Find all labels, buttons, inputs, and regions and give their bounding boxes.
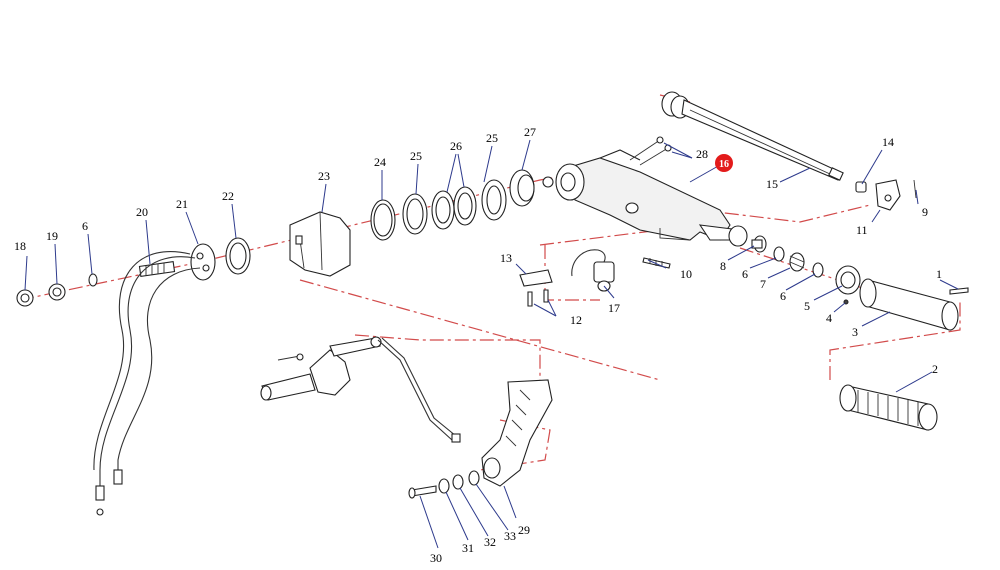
callout-1: 1 bbox=[936, 267, 942, 281]
part-18-nut bbox=[16, 289, 34, 307]
part-16-bracket-housing bbox=[542, 149, 748, 247]
callout-16-highlighted: 16 bbox=[715, 154, 733, 172]
leader-lines bbox=[24, 139, 959, 549]
callout-25-right: 25 bbox=[486, 131, 498, 145]
part-5-collar bbox=[835, 265, 861, 295]
callout-6-b: 6 bbox=[742, 267, 748, 281]
part-25-ring-right bbox=[481, 179, 507, 221]
part-17-switch bbox=[571, 249, 615, 292]
callout-26: 26 bbox=[450, 139, 462, 153]
part-23-cover bbox=[289, 211, 351, 277]
part-7-spring bbox=[789, 252, 805, 272]
part-32-washer bbox=[452, 474, 464, 490]
throttle-cables bbox=[93, 251, 201, 516]
part-33-clip bbox=[468, 470, 480, 486]
callout-12: 12 bbox=[570, 313, 582, 327]
part-6-washer-left bbox=[88, 273, 98, 287]
part-1-screw bbox=[949, 287, 969, 295]
callout-17: 17 bbox=[608, 301, 620, 315]
callout-20: 20 bbox=[136, 205, 148, 219]
callout-18: 18 bbox=[14, 239, 26, 253]
callout-22: 22 bbox=[222, 189, 234, 203]
part-13-plate bbox=[519, 269, 553, 287]
callout-25-left: 25 bbox=[410, 149, 422, 163]
highlight-marker bbox=[715, 154, 733, 172]
part-2-handle-grip bbox=[839, 384, 938, 431]
callout-8: 8 bbox=[720, 259, 726, 273]
part-6-washer-b bbox=[812, 262, 824, 278]
callout-6-c: 6 bbox=[780, 289, 786, 303]
callout-31: 31 bbox=[462, 541, 474, 555]
callout-15: 15 bbox=[766, 177, 778, 191]
part-28-pins bbox=[629, 136, 672, 166]
callout-10: 10 bbox=[680, 267, 692, 281]
callout-27: 27 bbox=[524, 125, 536, 139]
part-12-screws bbox=[527, 289, 549, 307]
callout-14: 14 bbox=[882, 135, 894, 149]
callout-24: 24 bbox=[374, 155, 386, 169]
callout-9: 9 bbox=[922, 205, 928, 219]
part-19-nut bbox=[48, 283, 66, 301]
callout-28: 28 bbox=[696, 147, 708, 161]
callout-30: 30 bbox=[430, 551, 442, 565]
callout-5: 5 bbox=[804, 299, 810, 313]
callout-13: 13 bbox=[500, 251, 512, 265]
callout-33: 33 bbox=[504, 529, 516, 543]
part-29-shift-pedal bbox=[481, 379, 553, 487]
callout-29: 29 bbox=[518, 523, 530, 537]
part-9-pin bbox=[913, 179, 917, 199]
part-11-bracket bbox=[875, 179, 901, 211]
part-30-bolt bbox=[408, 485, 437, 499]
assembly-center-lines bbox=[19, 94, 961, 471]
part-27-ring bbox=[509, 169, 535, 207]
part-21-cable-hub bbox=[190, 243, 216, 281]
part-3-grip-tube bbox=[859, 278, 959, 331]
part-31-washer bbox=[438, 478, 450, 494]
part-10-spring-pin bbox=[642, 257, 671, 269]
callout-16: 16 bbox=[719, 159, 729, 170]
callout-labels: 1 2 3 4 5 6 7 6 8 9 10 11 12 13 14 15 16… bbox=[14, 125, 942, 565]
part-22-washer bbox=[225, 237, 251, 275]
part-25-ring-left bbox=[402, 193, 428, 235]
callout-6-a: 6 bbox=[82, 219, 88, 233]
callout-19: 19 bbox=[46, 229, 58, 243]
callout-2: 2 bbox=[932, 362, 938, 376]
callout-4: 4 bbox=[826, 311, 832, 325]
callout-32: 32 bbox=[484, 535, 496, 549]
callout-11: 11 bbox=[856, 223, 868, 237]
shift-lever-assembly bbox=[260, 336, 461, 443]
part-26-lock-washers bbox=[431, 186, 477, 230]
callout-7: 7 bbox=[760, 277, 766, 291]
part-14-cap bbox=[855, 181, 867, 193]
part-24-ring bbox=[370, 199, 396, 241]
part-6-washer-a bbox=[773, 246, 785, 262]
callout-3: 3 bbox=[852, 325, 858, 339]
callout-23: 23 bbox=[318, 169, 330, 183]
part-20-threaded-stud bbox=[138, 261, 176, 277]
callout-21: 21 bbox=[176, 197, 188, 211]
part-8-bushing bbox=[751, 235, 767, 253]
part-15-shaft bbox=[661, 91, 844, 181]
